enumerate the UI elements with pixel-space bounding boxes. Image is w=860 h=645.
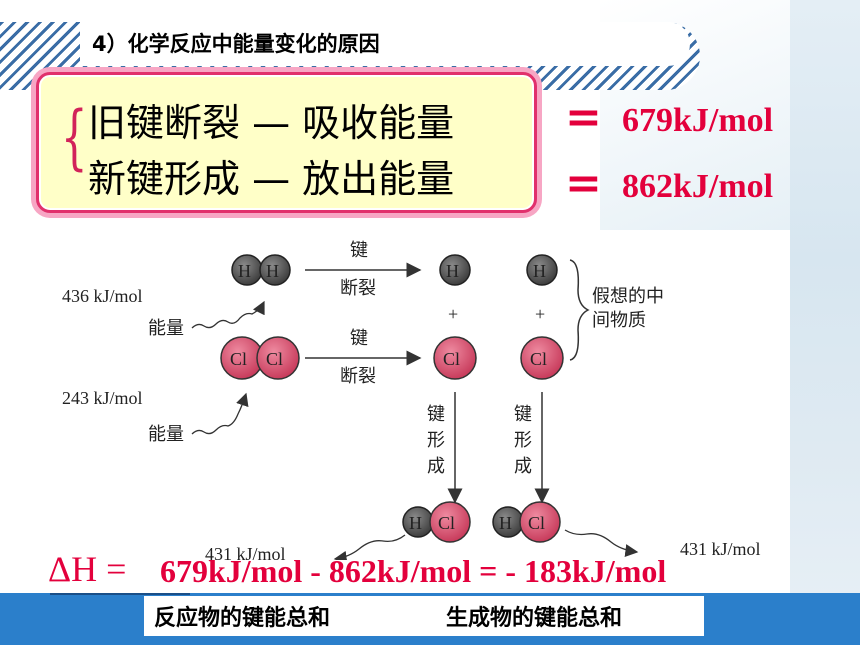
bond-form-label: 键 bbox=[514, 404, 532, 425]
plus-sign: + bbox=[448, 304, 458, 324]
intermediate-brace bbox=[569, 259, 590, 361]
slide-title: 4）化学反应中能量变化的原因 bbox=[92, 32, 380, 56]
hh-bond-energy: 436 kJ/mol bbox=[62, 286, 143, 306]
hcl-bond-energy: 431 kJ/mol bbox=[205, 544, 286, 560]
brace-icon: { bbox=[60, 96, 88, 178]
cl-label: Cl bbox=[528, 513, 545, 533]
h-label: H bbox=[238, 261, 251, 281]
hcl-bond-energy: 431 kJ/mol bbox=[680, 539, 761, 559]
bond-break-line: 旧键断裂 — 吸收能量 bbox=[88, 101, 455, 145]
bond-form-label: 形 bbox=[514, 430, 532, 451]
h-atom bbox=[526, 254, 558, 286]
energy-word: 能量 bbox=[148, 318, 184, 339]
title-pill bbox=[80, 22, 690, 66]
plus-sign: + bbox=[535, 304, 545, 324]
cl-label: Cl bbox=[230, 349, 247, 369]
bond-energy-box bbox=[36, 72, 537, 213]
bond-break-label: 键 bbox=[350, 328, 368, 349]
bond-form-line: 新键形成 — 放出能量 bbox=[88, 157, 455, 201]
bond-break-label: 键 bbox=[350, 240, 368, 261]
enthalpy-equation: 679kJ/mol - 862kJ/mol = - 183kJ/mol bbox=[160, 553, 667, 589]
reactants-bond-energy-sum: 反应物的键能总和 bbox=[154, 606, 331, 631]
bottom-divider bbox=[50, 593, 190, 595]
h-label: H bbox=[409, 513, 422, 533]
h-label: H bbox=[499, 513, 512, 533]
clcl-bond-energy: 243 kJ/mol bbox=[62, 388, 143, 408]
bond-break-label: 断裂 bbox=[340, 366, 376, 387]
cl-label: Cl bbox=[530, 349, 547, 369]
intermediate-label: 间物质 bbox=[592, 310, 646, 331]
energy-word: 能量 bbox=[148, 424, 184, 445]
absorb-value: 679kJ/mol bbox=[622, 102, 774, 139]
energy-wave-arrow bbox=[191, 392, 249, 435]
bond-form-label: 成 bbox=[427, 456, 445, 477]
products-bond-energy-sum: 生成物的键能总和 bbox=[446, 606, 623, 631]
equals-sign-1: = bbox=[565, 92, 602, 143]
bond-break-label: 断裂 bbox=[340, 278, 376, 299]
intermediate-label: 假想的中 bbox=[592, 286, 664, 307]
hcl-molecule: H Cl bbox=[402, 501, 471, 543]
release-value: 862kJ/mol bbox=[622, 168, 774, 205]
delta-h-label: ΔH = bbox=[48, 549, 127, 589]
energy-wave-arrow bbox=[564, 529, 639, 557]
reaction-diagram: H H Cl Cl 键 断裂 键 断裂 H + Cl H + Cl 假想的中 间… bbox=[62, 240, 761, 560]
energy-wave-arrow bbox=[333, 534, 406, 560]
bond-form-label: 成 bbox=[514, 456, 532, 477]
hcl-molecule: H Cl bbox=[492, 501, 561, 543]
h-atom bbox=[439, 254, 471, 286]
cl-atom bbox=[433, 336, 477, 380]
equals-sign-2: = bbox=[565, 158, 602, 209]
cl-atom bbox=[520, 336, 564, 380]
h-label: H bbox=[446, 261, 459, 281]
cl-label: Cl bbox=[266, 349, 283, 369]
h2-molecule: H H bbox=[231, 254, 291, 286]
h-label: H bbox=[266, 261, 279, 281]
bottom-label-box bbox=[144, 596, 704, 636]
cl2-molecule: Cl Cl bbox=[220, 336, 300, 380]
cl-label: Cl bbox=[438, 513, 455, 533]
h-label: H bbox=[533, 261, 546, 281]
cl-label: Cl bbox=[443, 349, 460, 369]
bond-form-label: 形 bbox=[427, 430, 445, 451]
energy-wave-arrow bbox=[191, 300, 265, 329]
background-right-strip bbox=[790, 0, 860, 645]
bond-form-label: 键 bbox=[427, 404, 445, 425]
